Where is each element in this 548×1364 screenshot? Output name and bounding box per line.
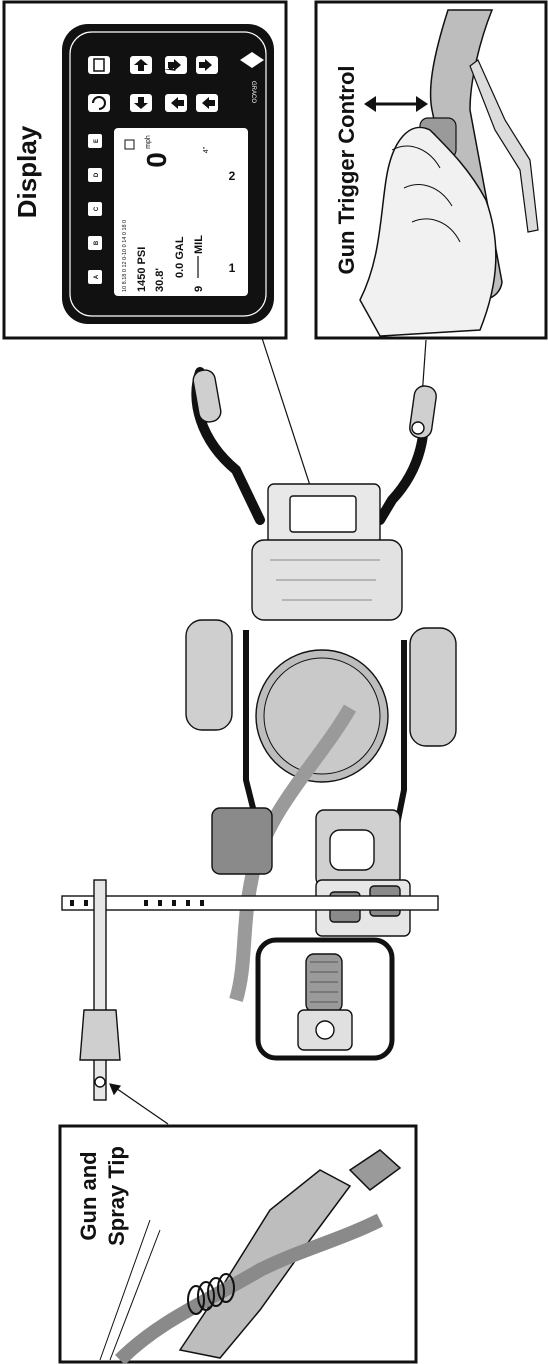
lcd-speed: 0 <box>141 152 172 168</box>
gun-arm-bar <box>61 895 439 911</box>
down-arrow-icon <box>134 97 148 109</box>
rear-caster-frame <box>255 937 395 1061</box>
display-callout-title: Display <box>12 125 42 218</box>
screen-badge-2: 2 <box>222 166 242 186</box>
lcd-screen-body <box>114 128 248 296</box>
screen-badge-label: 2 <box>229 169 236 183</box>
gun-hose <box>115 1213 384 1364</box>
button-b-label: B <box>94 240 100 245</box>
lcd-pressure: 1450 PSI <box>136 247 148 292</box>
button-a-label: A <box>94 274 100 279</box>
gun-tip-callout-title-line2: Spray Tip <box>104 1146 129 1246</box>
gun-tip-node <box>94 1076 106 1088</box>
left-arrow-icon <box>171 97 184 109</box>
hand-illustration <box>359 126 497 337</box>
button-d[interactable] <box>88 168 102 182</box>
lock-icon <box>124 139 135 150</box>
button-c[interactable] <box>88 202 102 216</box>
hose-coil <box>187 1273 235 1315</box>
gun-mount <box>79 1009 121 1061</box>
arrow-key-glyphs <box>92 58 215 110</box>
right-arrow-icon <box>199 59 212 71</box>
left-arrow-icon <box>202 97 215 109</box>
lcd-speed-unit: mph <box>145 135 152 149</box>
button-b[interactable] <box>88 236 102 250</box>
spray-tip <box>348 1149 402 1191</box>
gun-arm-vertical <box>93 879 107 1101</box>
button-e[interactable] <box>88 134 102 148</box>
lcd-scale-text: 10 8.18 0 12 0-10 0 14 0 18 0 <box>122 220 128 292</box>
reset-key[interactable] <box>88 94 110 112</box>
graco-logo: GRACO <box>240 52 264 103</box>
rear-caster-wheel <box>305 953 343 1013</box>
gun-tip-leader <box>109 1083 169 1125</box>
right-trigger-button <box>411 421 425 435</box>
lcd-mil-value: 9 <box>193 286 205 292</box>
right-arrow-icon <box>168 59 181 71</box>
letter-buttons: A B C D E <box>88 134 102 284</box>
button-c-label: C <box>94 206 100 211</box>
lcd-screen: 10 8.18 0 12 0-10 0 14 0 18 0 1450 PSI 3… <box>114 128 248 313</box>
line-striper-machine <box>61 367 457 1101</box>
control-box-display <box>289 495 357 533</box>
lcd-line-width: 4" <box>203 146 210 153</box>
lcd-distance: 30.8' <box>154 268 166 292</box>
tank-icon <box>175 299 187 313</box>
push-direction-arrow-icon <box>364 96 428 112</box>
engine-tank <box>211 807 273 875</box>
display-leader <box>261 337 319 511</box>
up-arrow-icon <box>134 59 148 71</box>
left-grip <box>192 369 222 423</box>
gun-trigger-callout-title: Gun Trigger Control <box>334 66 359 275</box>
spray-gun-lever <box>469 59 539 233</box>
lcd-gallons: 0.0 GAL <box>174 236 186 278</box>
button-e-label: E <box>94 139 100 143</box>
button-a[interactable] <box>88 270 102 284</box>
refresh-icon <box>92 96 106 110</box>
button-d-label: D <box>94 172 100 177</box>
screen-badges: 12 <box>222 166 242 278</box>
gun-trigger-callout: Gun Trigger Control <box>314 0 548 340</box>
right-wheel <box>409 627 457 747</box>
screen-badge-label: 1 <box>229 261 236 275</box>
graco-brand-text: GRACO <box>250 81 256 103</box>
gun-tip-callout-title-line1: Gun and <box>76 1151 101 1240</box>
left-wheel <box>185 619 233 731</box>
display-callout: Display <box>2 0 288 340</box>
save-icon <box>93 58 105 72</box>
screen-badge-1: 1 <box>222 258 242 278</box>
display-panel: GRACO A B C D E 10 8.18 0 12 0-10 0 14 0… <box>62 24 274 324</box>
lcd-mil-unit: MIL <box>193 235 205 254</box>
gauge-icon <box>136 301 146 311</box>
gun-tip-callout: Gun and Spray Tip <box>58 1124 418 1364</box>
